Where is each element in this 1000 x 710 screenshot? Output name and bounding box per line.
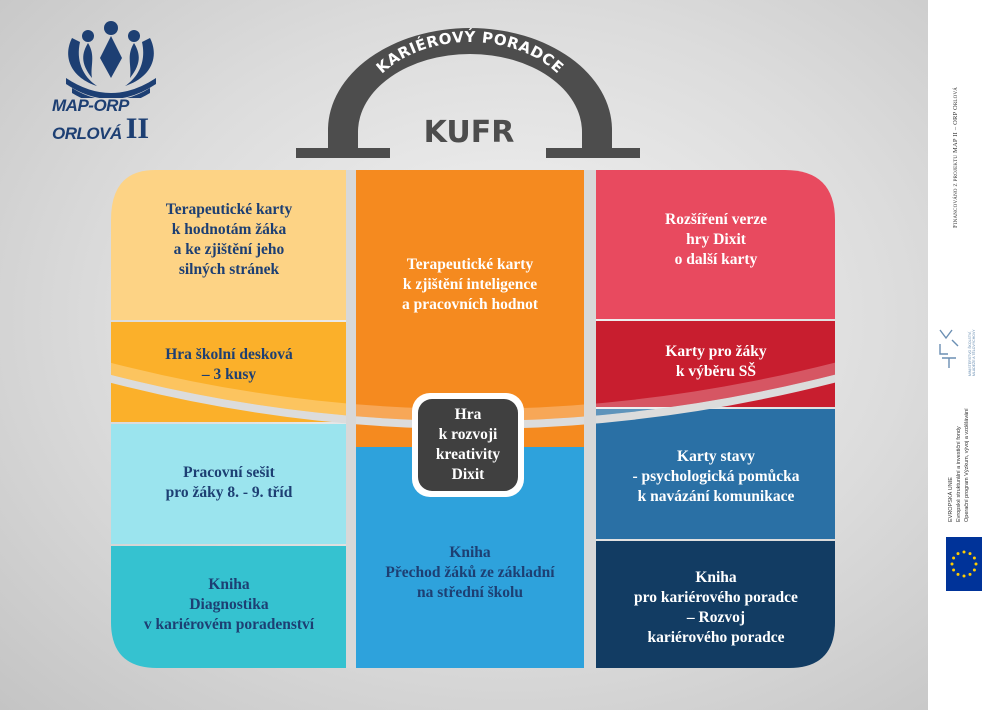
eu-text-3: Operační program Výzkum, vývoj a vzděláv… bbox=[964, 408, 970, 522]
tile-board-game: Hra školní desková – 3 kusy bbox=[165, 346, 293, 383]
tile-book-diagnostics: Kniha Diagnostika v kariérovém poradenst… bbox=[143, 576, 315, 633]
eu-flag-icon bbox=[946, 537, 982, 591]
logo-line2: ORLOVÁ bbox=[52, 124, 122, 143]
logo-text: MAP-ORP ORLOVÁ II bbox=[52, 96, 150, 145]
logo-figures-icon bbox=[66, 21, 156, 98]
suitcase-body bbox=[111, 170, 835, 668]
tile-cards-school-choice: Karty pro žáky k výběru SŠ bbox=[665, 343, 767, 380]
msmt-logo-icon bbox=[939, 329, 959, 368]
funding-sidebar: Financováno z projektu MAP II – ORP Orlo… bbox=[928, 0, 1000, 710]
logo: MAP-ORP ORLOVÁ II bbox=[52, 18, 170, 144]
msmt-text: MINISTERSTVO ŠKOLSTVÍ, MLÁDEŽE A TĚLOVÝC… bbox=[968, 329, 976, 376]
tile-cards-states: Karty stavy - psychologická pomůcka k na… bbox=[632, 448, 800, 505]
handle-title: KUFR bbox=[424, 115, 515, 150]
poster: MAP-ORP ORLOVÁ II KARIÉROVÝ PORADCE KUFR bbox=[0, 0, 928, 710]
tile-therapy-cards-values: Terapeutické karty k hodnotám žáka a ke … bbox=[165, 201, 293, 278]
tile-book-counselor: Kniha pro kariérového poradce – Rozvoj k… bbox=[634, 569, 798, 646]
tile-therapy-cards-intelligence: Terapeutické karty k zjištění inteligenc… bbox=[401, 256, 539, 313]
suitcase-handle: KARIÉROVÝ PORADCE KUFR bbox=[296, 27, 640, 158]
tile-dixit-extension: Rozšíření verze hry Dixit o další karty bbox=[665, 211, 767, 268]
logo-line1: MAP-ORP bbox=[52, 96, 129, 115]
eu-text-2: Evropské strukturální a investiční fondy bbox=[956, 426, 962, 522]
tile-workbook: Pracovní sešit pro žáky 8. - 9. tříd bbox=[165, 463, 293, 501]
eu-text-1: EVROPSKÁ UNIE bbox=[948, 477, 954, 522]
logo-numeral: II bbox=[125, 112, 150, 145]
funding-text: Financováno z projektu MAP II – ORP Orlo… bbox=[952, 86, 959, 228]
tile-book-transition: Kniha Přechod žáků ze základní na středn… bbox=[385, 544, 555, 601]
tile-dixit-badge: Hra k rozvoji kreativity Dixit bbox=[435, 406, 501, 483]
msmt-logo: MINISTERSTVO ŠKOLSTVÍ, MLÁDEŽE A TĚLOVÝC… bbox=[936, 322, 992, 402]
eu-logo: EVROPSKÁ UNIE Evropské strukturální a in… bbox=[936, 408, 996, 600]
